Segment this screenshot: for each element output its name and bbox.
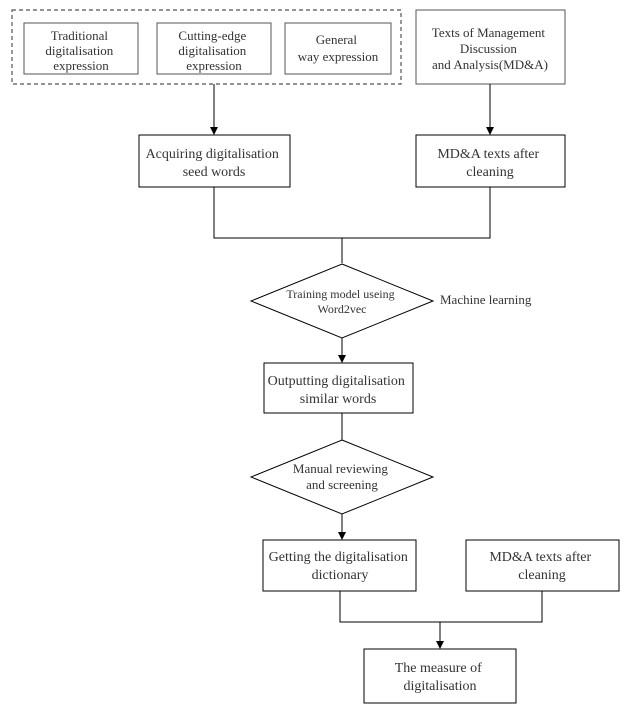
seed-words-label: Acquiring digitalisation seed words <box>146 147 283 180</box>
seed-expression-group <box>11 9 402 85</box>
traditional-expression-label: Traditional digitalisation expression <box>45 28 116 73</box>
machine-learning-label: Machine learning <box>440 292 532 307</box>
similar-words-box <box>263 362 414 414</box>
seed-words-box <box>138 134 291 188</box>
manual-review-label: Manual reviewing and screening <box>293 461 391 492</box>
training-label: Training model useing Word2vec <box>286 287 397 316</box>
traditional-expression-box <box>23 22 139 75</box>
cutting-edge-expression-label: Cutting-edge digitalisation expression <box>178 28 249 73</box>
similar-words-label: Outputting digitalisation similar words <box>268 374 409 407</box>
mda-cleaned-bottom-box <box>465 539 620 592</box>
mda-cleaned-top-box <box>415 134 566 188</box>
mda-cleaned-top-label: MD&A texts after cleaning <box>437 147 542 180</box>
mda-source-box <box>415 9 566 85</box>
mda-cleaned-bottom-label: MD&A texts after cleaning <box>489 550 594 583</box>
measure-box <box>363 648 517 704</box>
measure-label: The measure of digitalisation <box>395 661 486 694</box>
mda-source-label: Texts of Management Discussion and Analy… <box>432 25 548 72</box>
training-diamond <box>249 263 435 339</box>
cutting-edge-expression-box <box>156 22 272 75</box>
general-expression-box <box>284 22 392 75</box>
merge-connector-bottom <box>339 591 543 623</box>
merge-connector-top <box>213 187 491 239</box>
general-expression-label: General way expression <box>298 32 379 64</box>
dictionary-box <box>262 539 417 592</box>
dictionary-label: Getting the digitalisation dictionary <box>269 550 412 583</box>
